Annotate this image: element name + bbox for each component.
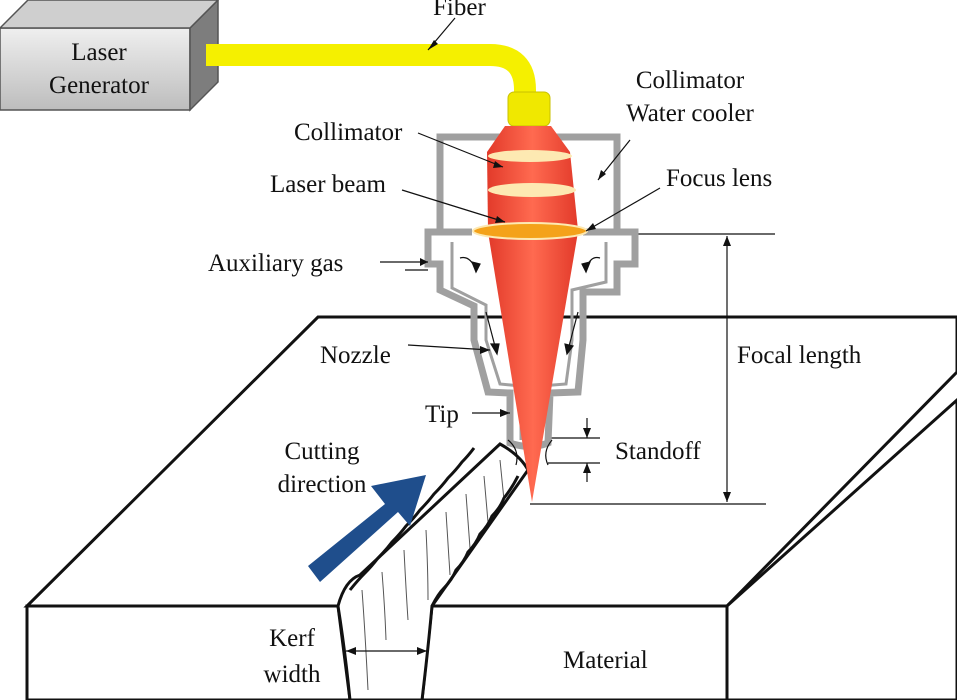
nozzle-label: Nozzle [320, 342, 391, 369]
material-label: Material [563, 647, 648, 674]
auxiliary-gas-label: Auxiliary gas [208, 250, 343, 277]
cutting-direction-label-line2: direction [278, 471, 367, 498]
material-block [23, 315, 957, 700]
focus-lens [472, 222, 588, 240]
laser-generator-label-line1: Laser [71, 39, 127, 66]
kerf-wavy-edge [348, 447, 476, 591]
focal-length-label: Focal length [737, 342, 862, 369]
cutting-direction-arrow [308, 475, 426, 582]
focus-lens-label: Focus lens [666, 165, 772, 192]
beam-cone [488, 232, 578, 502]
laser-generator-box [0, 0, 220, 112]
collimator-lens-1 [488, 150, 572, 162]
fiber-label: Fiber [433, 0, 486, 21]
cutting-direction-label-line1: Cutting [284, 438, 360, 465]
material-right-face [725, 397, 957, 700]
standoff-label: Standoff [615, 438, 701, 465]
laser-generator-label-line2: Generator [49, 72, 150, 99]
auxiliary-gas-inlet [380, 258, 428, 271]
collimator-water-cooler-label-line2: Water cooler [626, 100, 754, 127]
leader-lines [401, 17, 661, 417]
beam-upper-body [487, 126, 578, 230]
standoff-dimension [548, 418, 600, 482]
material-front-left [25, 604, 352, 700]
fiber-connector [507, 91, 551, 127]
gas-flow-arrows [459, 256, 601, 466]
collimator-lens-2 [488, 183, 576, 197]
fiber-cable [206, 44, 551, 127]
collimator-label: Collimator [294, 119, 403, 146]
kerf-width-dimension [346, 647, 427, 655]
kerf-wavy-edge-2 [430, 475, 520, 607]
collimator-water-cooler-label-line1: Collimator [636, 67, 745, 94]
laser-beam-label: Laser beam [270, 171, 386, 198]
laser-beam-assembly [472, 126, 588, 502]
kerf-width-label-line1: Kerf [269, 625, 315, 652]
kerf-striations [361, 459, 505, 691]
tip-label: Tip [425, 401, 459, 428]
kerf-width-label-line2: width [264, 661, 321, 688]
